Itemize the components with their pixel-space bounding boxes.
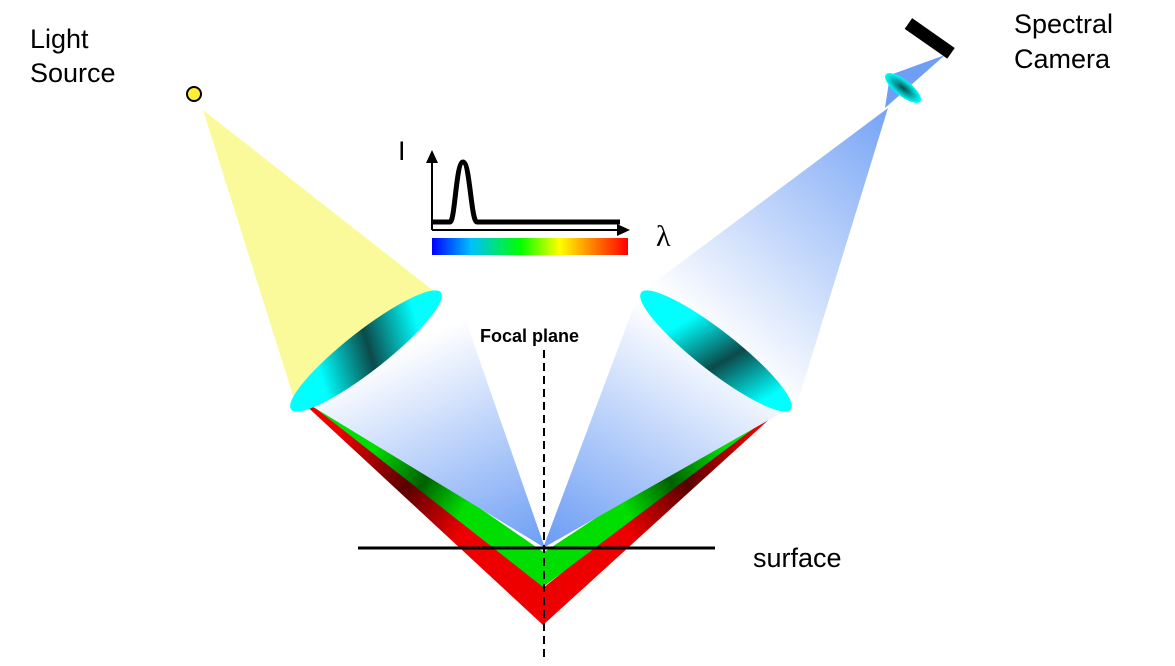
spectral-peak-curve — [433, 159, 620, 225]
light-source-icon — [186, 86, 202, 102]
objective-lens-left — [290, 290, 442, 412]
camera-lens — [884, 73, 922, 103]
light-source-label-line1: Light — [30, 24, 89, 54]
wavelength-axis-label: λ — [656, 220, 671, 253]
spectrum-color-bar — [432, 238, 628, 255]
objective-lens-right — [640, 290, 792, 412]
spectral-camera-label-line2: Camera — [1014, 44, 1111, 74]
spectrum-inset — [426, 150, 630, 255]
light-source-label-line2: Source — [30, 58, 116, 88]
red-focus-cone-left — [300, 400, 560, 625]
focal-plane-label: Focal plane — [480, 326, 579, 346]
green-focus-cone-left — [305, 400, 555, 587]
wavelength-axis-arrow-icon — [617, 224, 630, 236]
red-focus-cone-right — [528, 405, 785, 625]
intensity-axis-label: I — [398, 136, 406, 166]
green-focus-cone-right — [532, 405, 785, 587]
camera-sensor-icon — [904, 18, 955, 59]
intensity-axis-arrow-icon — [426, 150, 438, 163]
surface-label: surface — [753, 543, 842, 573]
spectral-camera-label-line1: Spectral — [1014, 9, 1113, 39]
blue-focus-beam-right — [543, 298, 790, 548]
